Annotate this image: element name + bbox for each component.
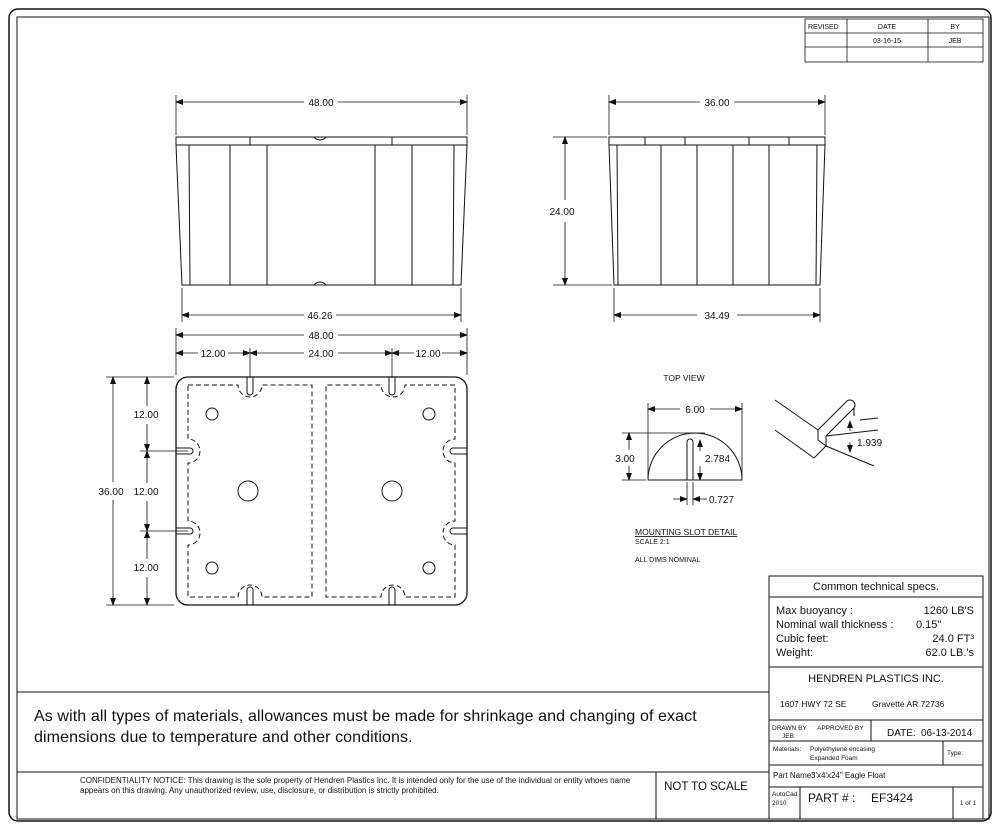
sheet-number: 1 of 1: [960, 800, 977, 807]
dim-plan-right: 12.00: [415, 349, 440, 360]
company-address: 1607 HWY 72 SE: [780, 699, 847, 709]
date-label: DATE:: [887, 728, 916, 739]
spec-label-wall: Nominal wall thickness :: [776, 619, 893, 631]
spec-value-buoyancy: 1260 LB'S: [924, 605, 974, 617]
slot-iso-view: [774, 399, 879, 467]
side-dimension-lines: [553, 95, 826, 322]
plan-view: [175, 376, 468, 606]
dim-side-height: 24.00: [549, 207, 574, 218]
software-line1: AutoCad: [772, 791, 798, 798]
spec-value-wall: 0.15": [916, 619, 941, 631]
title-block-grid: [17, 575, 984, 820]
dim-slot-width: 6.00: [685, 405, 705, 416]
front-dimension-lines: [175, 95, 468, 322]
top-view-label: TOP VIEW: [663, 373, 704, 383]
front-view: [175, 136, 468, 286]
spec-label-cubic: Cubic feet:: [776, 633, 829, 645]
dim-iso: 1.939: [857, 438, 882, 449]
confidentiality-notice: CONFIDENTIALITY NOTICE: This drawing is …: [80, 776, 631, 795]
spec-value-cubic: 24.0 FT³: [932, 633, 974, 645]
dim-front-top: 48.00: [308, 98, 333, 109]
rev-header-by: BY: [950, 24, 960, 31]
part-name-value: 3'x4'x24" Eagle Float: [811, 771, 886, 780]
dim-plan-height: 36.00: [98, 487, 123, 498]
rev-by-value: JEB: [949, 38, 962, 45]
approved-by-label: APPROVED BY: [817, 725, 864, 732]
slot-detail-title: MOUNTING SLOT DETAIL: [635, 527, 737, 537]
slot-detail-dims: [622, 403, 743, 505]
slot-detail-scale: SCALE 2:1: [635, 539, 670, 546]
spec-label-weight: Weight:: [776, 647, 813, 659]
plan-dimension-lines: [106, 328, 468, 606]
dim-plan-seg3: 12.00: [133, 563, 158, 574]
date-value: 06-13-2014: [921, 728, 973, 739]
dim-front-bottom: 46.26: [307, 311, 332, 322]
not-to-scale: NOT TO SCALE: [664, 781, 748, 793]
drawn-by-value: JEB: [782, 733, 794, 740]
plan-view-slots: [176, 377, 467, 605]
dim-plan-seg1: 12.00: [133, 410, 158, 421]
outer-border: [8, 8, 992, 822]
part-number-label: PART # :: [808, 791, 855, 805]
dim-slot-height: 3.00: [615, 454, 635, 465]
plan-view-dashed: [187, 384, 456, 598]
spec-label-buoyancy: Max buoyancy :: [776, 605, 853, 617]
specs-title: Common technical specs.: [813, 581, 939, 593]
company-name: HENDREN PLASTICS INC.: [808, 673, 944, 685]
dim-plan-left: 12.00: [200, 349, 225, 360]
dim-slot-gap: 0.727: [709, 495, 734, 506]
part-name-label: Part Name:: [773, 771, 813, 780]
slot-detail-note: ALL DIMS NOMINAL: [635, 557, 701, 564]
spec-value-weight: 62.0 LB.'s: [925, 647, 974, 659]
software-line2: 2010: [772, 800, 787, 807]
materials-label: Materials:: [773, 746, 801, 753]
rev-header-revised: REVISED: [808, 24, 839, 31]
dim-plan-middle: 24.00: [308, 349, 333, 360]
dim-side-bottom: 34.49: [704, 311, 729, 322]
company-city: Gravette AR 72736: [872, 699, 945, 709]
rev-header-date: DATE: [878, 24, 896, 31]
drawn-by-label: DRAWN BY: [772, 725, 807, 732]
materials-line1: Polyethylene encasing: [810, 746, 875, 753]
type-label: Type:: [947, 750, 963, 757]
dim-plan-overall: 48.00: [308, 331, 333, 342]
part-number-value: EF3424: [871, 791, 913, 805]
side-view: [608, 136, 826, 286]
revision-block: [804, 18, 984, 63]
allowance-note: As with all types of materials, allowanc…: [34, 708, 697, 746]
rev-date-value: 03-16-15: [873, 38, 901, 45]
inner-border: [16, 16, 990, 820]
materials-line2: Expanded Foam: [810, 755, 858, 762]
dim-side-top: 36.00: [704, 98, 729, 109]
dim-slot-depth: 2.784: [705, 454, 730, 465]
dim-plan-seg2: 12.00: [133, 487, 158, 498]
